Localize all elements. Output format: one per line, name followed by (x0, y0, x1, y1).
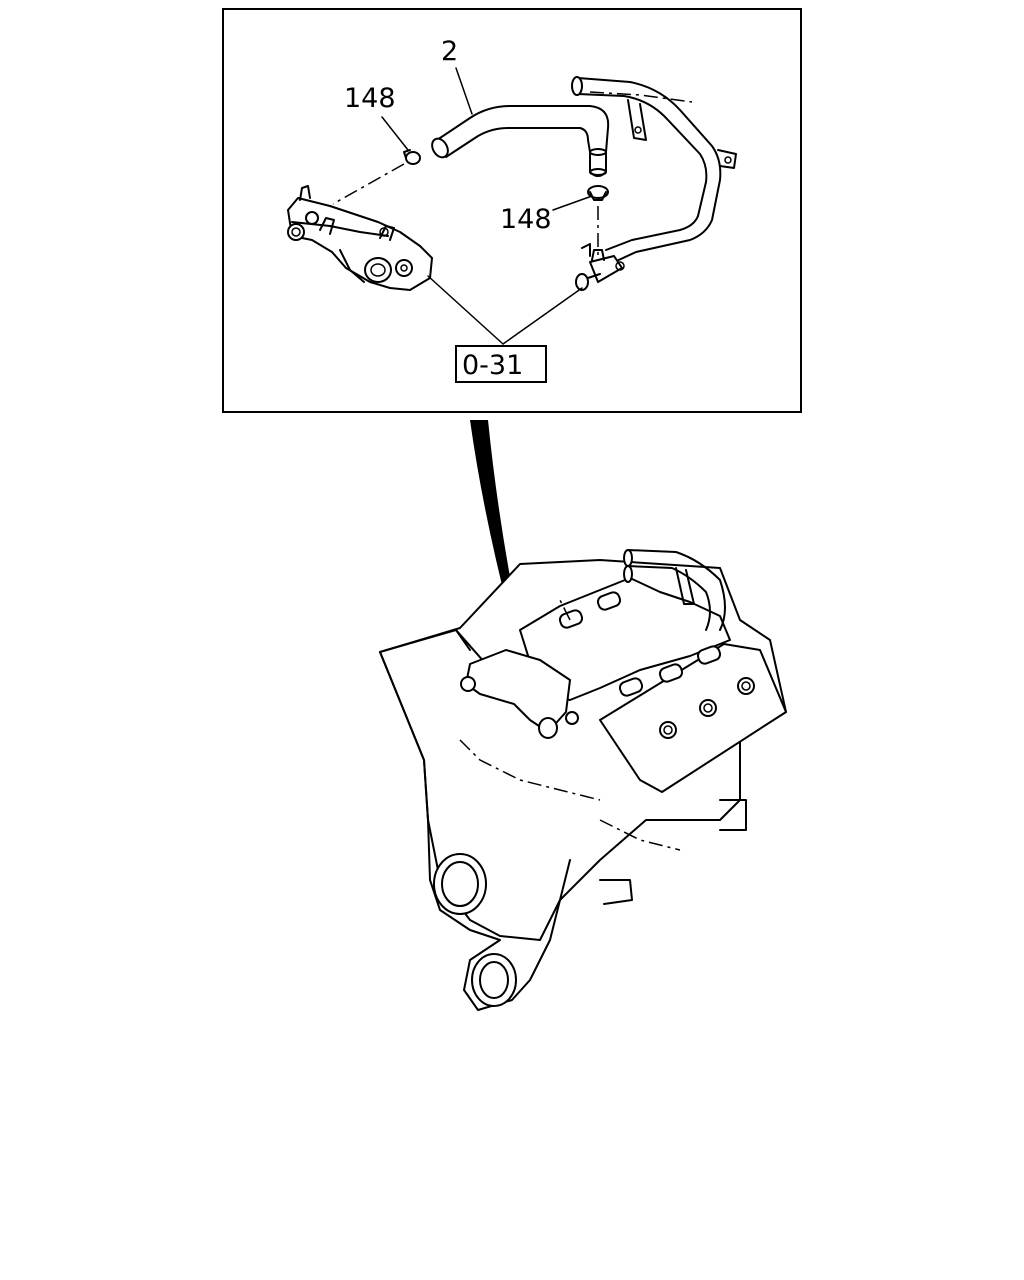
leader-hose (455, 67, 473, 115)
callout-clip-left[interactable]: 148 (344, 83, 396, 114)
hose-clip-left (403, 149, 421, 165)
hose-clip-right (587, 185, 609, 201)
callout-clip-right[interactable]: 148 (500, 204, 552, 235)
align-line-left (332, 163, 405, 205)
coolant-pipe (571, 76, 737, 291)
thermostat-housing (287, 185, 433, 291)
leader-clip-left (381, 116, 409, 151)
detail-inset: 2 148 148 (222, 8, 802, 413)
coolant-hose (431, 105, 610, 177)
leader-clip-right (552, 195, 593, 211)
callout-hose[interactable]: 2 (441, 36, 458, 67)
ref-box[interactable] (455, 345, 547, 383)
ref-label: 0-31 (462, 350, 523, 381)
engine-assembly (379, 549, 787, 1011)
ref-line-left (427, 275, 504, 345)
align-line-pipe (589, 91, 693, 103)
ref-line-right (502, 287, 583, 345)
